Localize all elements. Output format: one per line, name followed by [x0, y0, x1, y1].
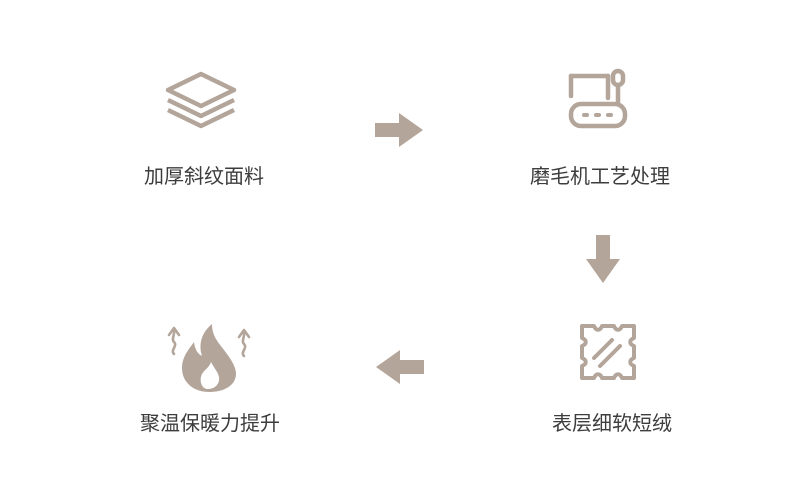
step-label-soft-short-fleece: 表层细软短绒 — [552, 411, 672, 435]
arrow-down-icon — [586, 235, 620, 283]
step-label-warmth-boost: 聚温保暖力提升 — [140, 411, 280, 435]
step-label-brushing-process: 磨毛机工艺处理 — [530, 164, 670, 188]
arrow-left-icon — [376, 350, 424, 384]
flame-heat-icon — [167, 324, 251, 392]
brushing-machine-icon — [568, 68, 628, 129]
soft-fleece-swatch-icon — [580, 324, 636, 380]
arrow-right-icon — [375, 113, 423, 147]
fabric-stack-icon — [165, 71, 237, 129]
step-label-twill-fabric: 加厚斜纹面料 — [144, 164, 264, 188]
